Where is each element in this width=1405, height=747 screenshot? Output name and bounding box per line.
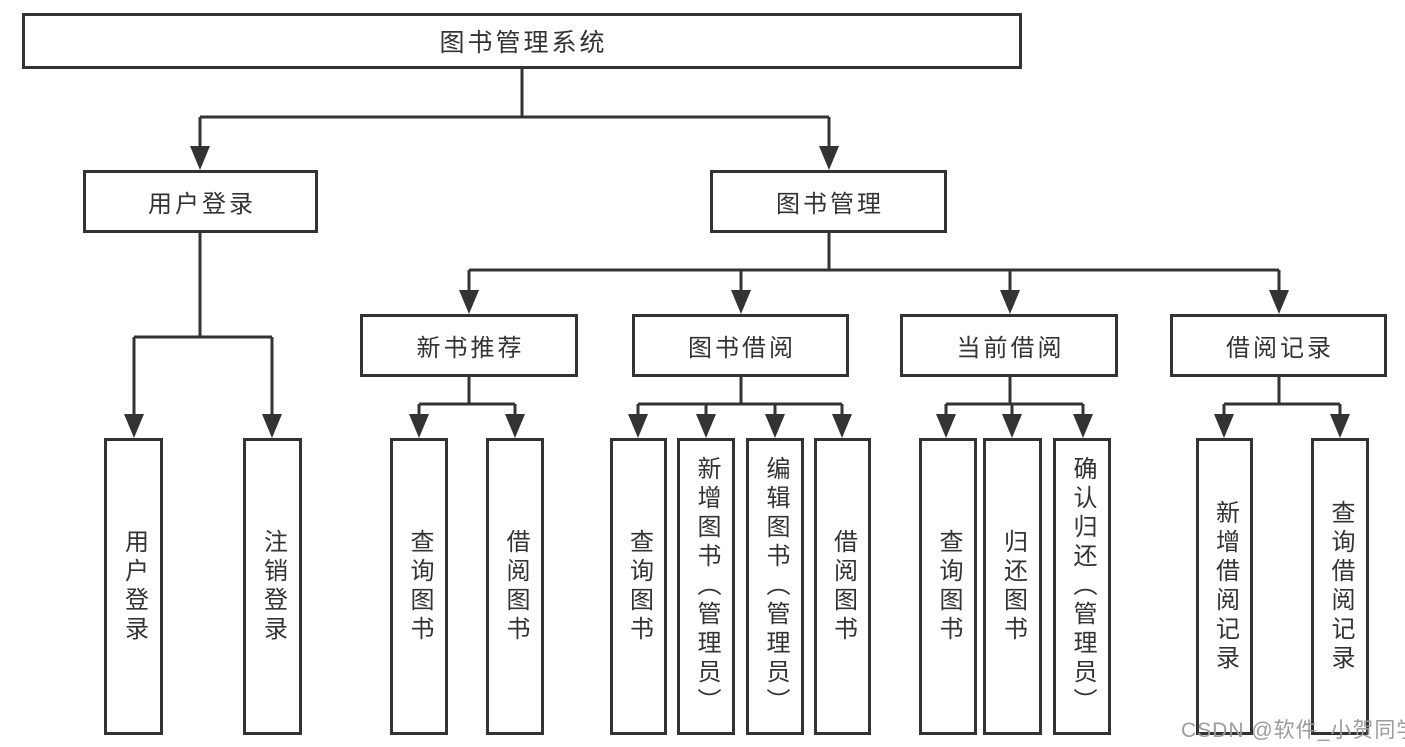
connector-bookborrow-to-leaves [628,377,852,438]
node-label: 确认归还（管理员） [1069,456,1096,717]
node-label: 归还图书 [999,528,1027,645]
node-label: 借阅图书 [502,528,529,645]
leaf-current-query-books: 查询图书 [919,438,977,735]
leaf-user-login: 用户登录 [104,438,163,735]
node-label: 新增图书（管理员） [693,456,720,717]
leaf-current-confirm-return-admin: 确认归还（管理员） [1053,438,1111,735]
node-library-management-system: 图书管理系统 [22,13,1022,69]
connector-bookmgmt-to-level3 [459,233,1289,314]
node-label: 查询图书 [625,528,653,645]
connector-currentborrow-to-leaves [936,377,1093,438]
node-label: 查询图书 [406,528,433,645]
leaf-newrec-borrow-books: 借阅图书 [486,438,544,735]
node-label: 借阅图书 [829,528,857,645]
node-label: 注销登录 [259,528,287,645]
node-label: 用户登录 [148,191,256,218]
node-label: 编辑图书（管理员） [762,456,789,717]
node-label: 当前借阅 [956,335,1065,362]
node-book-borrowing: 图书借阅 [632,314,849,377]
node-label: 新书推荐 [416,335,525,362]
leaf-borrow-borrow-books: 借阅图书 [814,438,871,735]
node-label: 查询图书 [935,528,962,645]
node-label: 查询借阅记录 [1327,499,1354,674]
node-label: 图书管理 [776,191,884,218]
leaf-borrow-add-books-admin: 新增图书（管理员） [677,438,735,735]
connector-userlogin-to-leaves [124,233,282,438]
node-current-borrowing: 当前借阅 [900,314,1118,377]
leaf-borrow-edit-books-admin: 编辑图书（管理员） [746,438,804,735]
node-label: 图书借阅 [688,335,796,362]
node-book-management: 图书管理 [710,170,947,233]
leaf-borrow-query-books: 查询图书 [610,438,667,735]
leaf-logout: 注销登录 [243,438,302,735]
leaf-newrec-query-books: 查询图书 [390,438,448,735]
node-user-login: 用户登录 [83,170,318,233]
node-label: 新增借阅记录 [1211,499,1239,674]
leaf-current-return-books: 归还图书 [983,438,1042,735]
connector-root-to-level2 [190,69,839,170]
node-borrowing-records: 借阅记录 [1170,314,1387,377]
node-label: 图书管理系统 [439,29,608,57]
connector-newrec-to-leaves [409,377,525,438]
node-label: 用户登录 [120,528,148,645]
leaf-records-add-borrow-record: 新增借阅记录 [1196,438,1253,735]
connector-records-to-leaves [1214,377,1350,438]
leaf-records-query-borrow-record: 查询借阅记录 [1311,438,1369,735]
csdn-watermark: CSDN @软件_小贺同学 [1181,719,1405,742]
node-new-book-recommendation: 新书推荐 [360,314,578,377]
node-label: 借阅记录 [1226,335,1334,362]
